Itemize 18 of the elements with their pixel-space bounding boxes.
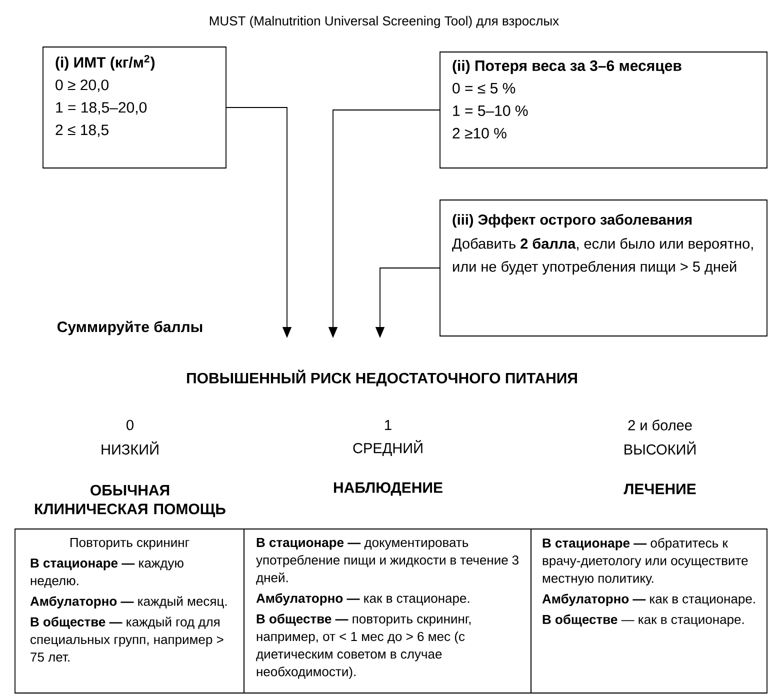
risk-label: НИЗКИЙ	[102, 441, 158, 455]
score-label: 1	[385, 420, 392, 430]
score-box: (iii) Эффект острого заболевания Добавить 2 балла, если было или вероятно, или не будет употребления пищи > 5 дней	[440, 200, 768, 336]
risk-label: ВЫСОКИЙ	[624, 441, 696, 455]
score-box: (i) ИМТ (кг/м$^{2}$) 0 ≥ 20,0 1 = 18,5–20,0 2 ≤ 18,5	[42, 46, 226, 168]
score-label: 2 и более	[628, 420, 692, 430]
score-label: 0	[126, 420, 134, 430]
heading: ПОВЫШЕННЫЙ РИСК НЕДОСТАТОЧНОГО ПИТАНИЯ	[187, 370, 577, 386]
title: MUST (Malnutrition Universal Screening Tool) для взрослых	[210, 16, 559, 28]
sum-label: Суммируйте баллы	[57, 320, 202, 336]
action-label: НАБЛЮДЕНИЕ	[334, 482, 442, 496]
table-cell: В стационаре — документировать употребление пищи и жидкости в течение 3 дней. Амбулаторно — как в стационаре. В обществе — повторить скрининг, например, от < 1 мес до > 6 мес (с диетическим советом в случае необходимости).	[244, 528, 532, 694]
risk-label: СРЕДНИЙ	[353, 440, 422, 456]
table-cell: Повторить скрининг В стационаре — каждую неделю. Амбулаторно — каждый месяц. В обществе — каждый год для специальных групп, например > 75 лет.	[14, 528, 244, 694]
action-label: ОБЫЧНАЯ КЛИНИЧЕСКАЯ ПОМОЩЬ	[35, 484, 226, 518]
action-label: ЛЕЧЕНИЕ	[624, 484, 696, 494]
table-cell: В стационаре — обратитесь к врачу-диетологу или осуществите местную политику. Амбулаторно — как в стационаре. В обществе — как в стационаре.	[530, 528, 768, 694]
score-box: (ii) Потеря веса за 3–6 месяцев 0 = ≤ 5 % 1 = 5–10 % 2 ≥10 %	[440, 52, 768, 168]
